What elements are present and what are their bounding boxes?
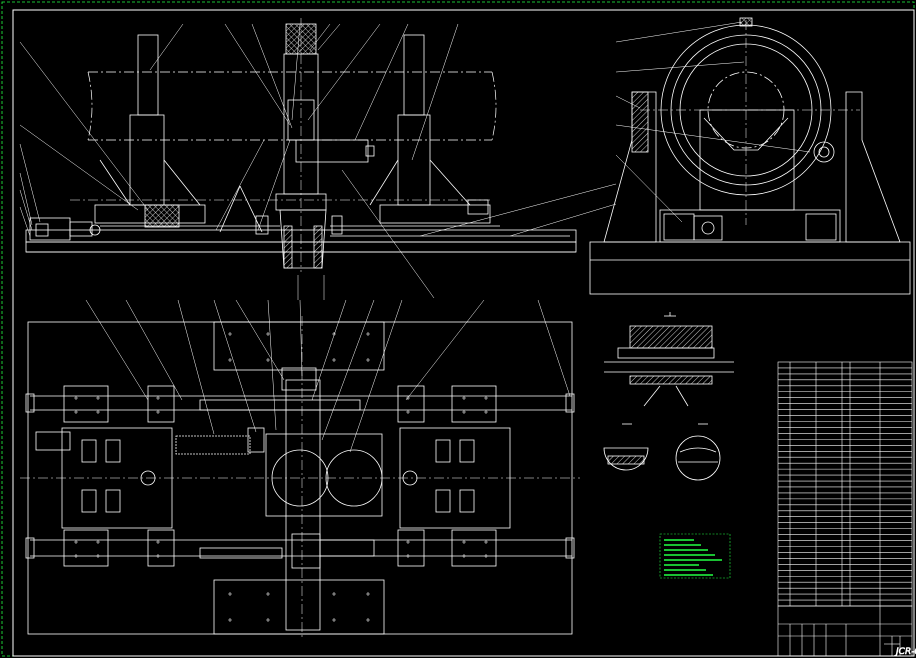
top-view bbox=[20, 316, 580, 640]
drawing-code: JCR-00 bbox=[894, 647, 916, 657]
front-view bbox=[25, 18, 577, 272]
bom-rows bbox=[778, 367, 912, 601]
side-view-leaders bbox=[419, 21, 811, 237]
top-view-bolts bbox=[74, 332, 488, 622]
top-view-leaders bbox=[85, 299, 571, 453]
detail-section bbox=[603, 312, 734, 481]
front-view-leaders bbox=[19, 23, 459, 300]
bill-of-materials bbox=[777, 361, 913, 607]
note-lines bbox=[664, 539, 722, 576]
title-block: JCR-00 bbox=[777, 605, 916, 657]
side-view bbox=[589, 17, 911, 295]
technical-notes bbox=[659, 533, 731, 579]
